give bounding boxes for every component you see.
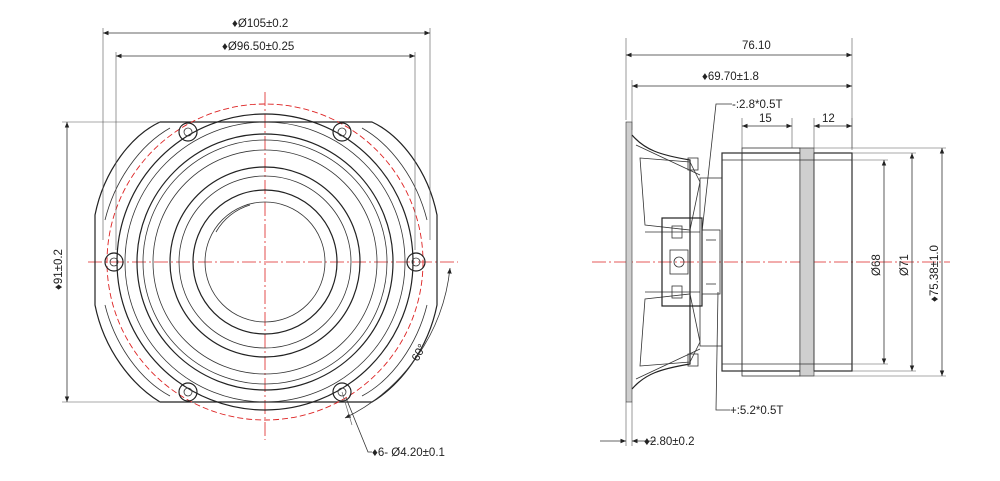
dim-outer-diameter-label: ♦Ø105±0.2: [232, 18, 288, 30]
dim-15-label: 15: [759, 113, 772, 125]
dim-holes-label: ♦6- Ø4.20±0.1: [372, 447, 445, 459]
cone-profile: [631, 134, 691, 390]
dim-d71-label: Ø71: [899, 254, 911, 276]
dim-d68-label: Ø68: [871, 254, 883, 276]
dim-depth-label: 76.10: [742, 40, 771, 52]
terminal-neg-label: -:2.8*0.5T: [732, 99, 783, 111]
terminal-block: [661, 217, 721, 307]
leader-holes: [345, 397, 372, 453]
basket-frame: [639, 157, 723, 367]
dust-cap: [204, 201, 326, 323]
surround-outer-ring: [136, 133, 394, 391]
dim-d75-label: ♦75.38±1.0: [929, 245, 941, 302]
basket-outer-ring: [116, 113, 414, 411]
side-view: 76.10 ♦69.70±1.8 -:2.8*0.5T 15 12 Ø68 Ø7…: [592, 38, 950, 448]
terminal-pos-label: +:5.2*0.5T: [730, 405, 783, 417]
dim-12-label: 12: [822, 113, 835, 125]
mounting-holes: [104, 122, 426, 402]
dim-angle-label: 60°: [410, 342, 429, 363]
dust-cap-outer-ring: [192, 189, 338, 335]
dim-mount-circle-label: ♦Ø96.50±0.25: [222, 41, 294, 53]
mounting-circle: [106, 103, 424, 421]
front-view: ♦Ø105±0.2 ♦Ø96.50±0.25 ♦91±0.2 60° ♦6- Ø…: [53, 18, 458, 459]
dim-body-length-label: ♦69.70±1.8: [702, 71, 759, 83]
leader-terminal-neg: [701, 103, 732, 233]
cone-outer-ring: [169, 166, 361, 358]
dim-height-label: ♦91±0.2: [53, 249, 65, 290]
leader-terminal-pos: [715, 291, 730, 411]
front-flange: [625, 121, 633, 403]
dim-arc-angle: [344, 267, 452, 419]
dim-flange-label: ♦2.80±0.2: [644, 436, 695, 448]
magnet-plate: [799, 147, 815, 377]
